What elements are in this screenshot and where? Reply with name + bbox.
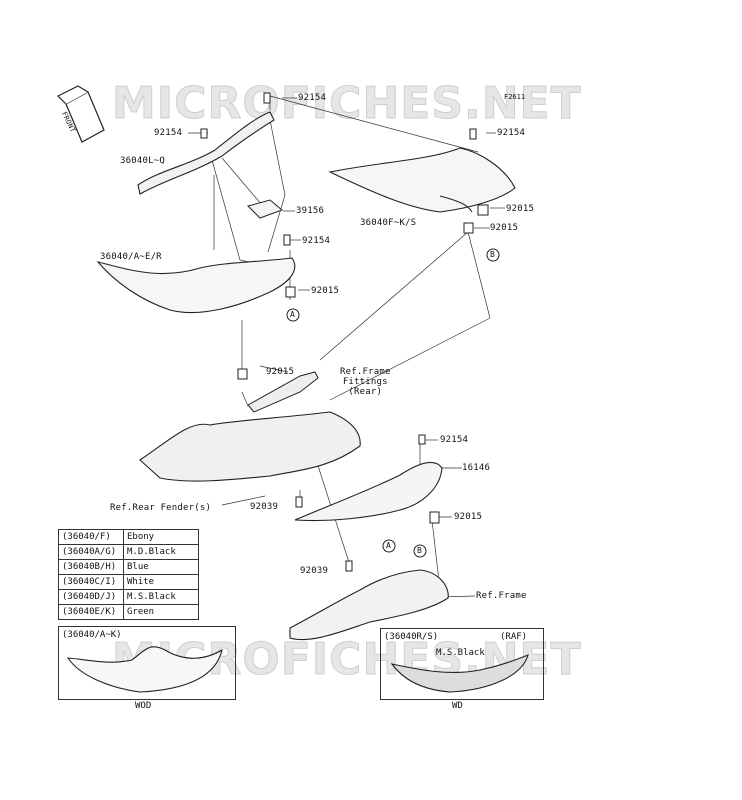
tail-cover-16146 [294,461,443,522]
label-92015-mid: 92015 [311,286,340,296]
side-cover-left-36040AER [96,257,296,314]
label-92154-low: 92154 [440,435,469,445]
inset-cover-wod [66,646,223,693]
rear-fender [139,411,361,482]
table-row: (36040E/K)Green [58,604,199,620]
label-92015-low: 92015 [266,367,295,377]
label-16146: 16146 [462,463,491,473]
label-92015-r1: 92015 [506,204,535,214]
label-92154-top: 92154 [298,93,327,103]
leader-lines [188,95,505,598]
inset-cover-wd [390,654,529,693]
mark-a-1: A [290,310,296,319]
label-36040AER: 36040/A~E/R [100,252,162,262]
label-36040LQ: 36040L~Q [120,156,165,166]
label-92154-left: 92154 [154,128,183,138]
side-cover-inner-36040LQ [137,111,275,195]
frame-fittings-bracket [247,371,319,413]
mark-b-1: B [490,250,496,259]
inset-right-tag: (36040R/S) [384,632,439,642]
table-row: (36040D/J)M.S.Black [58,589,199,605]
watermark-top: MICROFICHES.NET [112,78,582,130]
inset-box-left [58,626,236,700]
label-ref-frame-fittings: Ref.Frame Fittings (Rear) [340,367,391,397]
label-39156: 39156 [296,206,325,216]
front-arrow-icon [56,85,105,143]
label-92154-mid: 92154 [302,236,331,246]
inset-left-tag: (36040/A~K) [62,630,122,640]
pad-39156 [247,199,283,219]
inset-box-right [380,628,544,700]
label-92015-bottom: 92015 [454,512,483,522]
color-code-table: (36040/F)Ebony (36040A/G)M.D.Black (3604… [58,529,199,620]
mark-a-2: A [386,541,392,550]
inset-left-caption: WOD [135,701,152,711]
label-ref-frame: Ref.Frame [476,591,527,601]
figure-id: F2611 [504,93,526,101]
label-92039-a: 92039 [250,502,279,512]
label-92015-r2: 92015 [490,223,519,233]
inset-right-raf: (RAF) [500,632,528,642]
inset-right-color: M.S.Black [436,648,485,658]
label-92154-right: 92154 [497,128,526,138]
table-row: (36040C/I)White [58,574,199,590]
table-row: (36040/F)Ebony [58,529,199,545]
table-row: (36040B/H)Blue [58,559,199,575]
rear-frame-lower [289,569,449,641]
fasteners [200,92,489,572]
inset-right-caption: WD [452,701,463,711]
label-36040FKS: 36040F~K/S [360,218,417,228]
side-cover-right-36040FKS [328,147,516,213]
table-row: (36040A/G)M.D.Black [58,544,199,560]
label-92039-b: 92039 [300,566,329,576]
label-ref-rear-fender: Ref.Rear Fender(s) [110,503,212,513]
mark-b-2: B [417,546,423,555]
reference-marks [286,248,500,558]
